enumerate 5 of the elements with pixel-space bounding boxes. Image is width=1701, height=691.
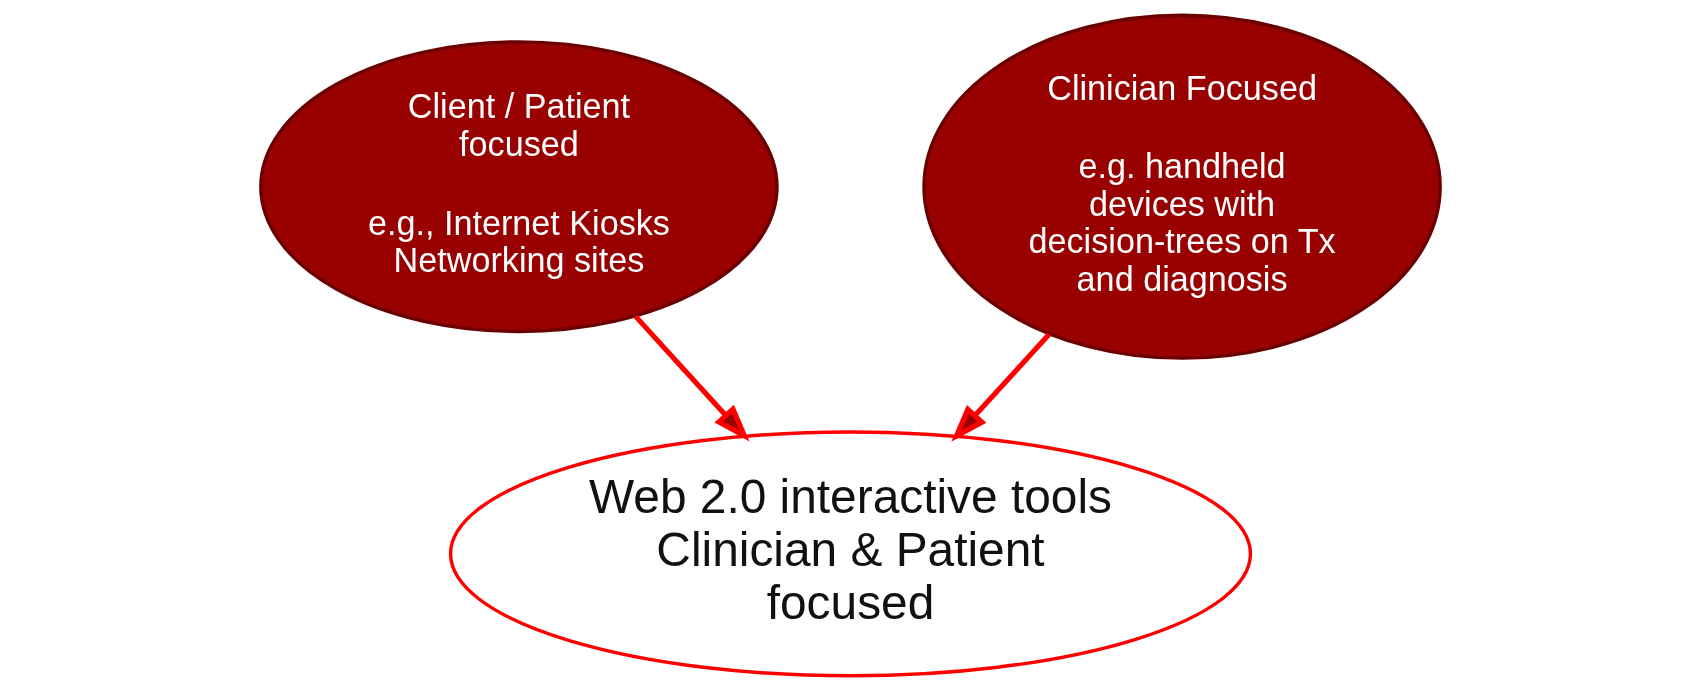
arrow (633, 314, 750, 442)
node-ellipse: Web 2.0 interactive tools Clinician & Patient focused (448, 430, 1253, 678)
arrow (951, 332, 1051, 442)
node-ellipse: Clinician Focused e.g. handheld devices with decision-trees on Tx and diagnosis (922, 13, 1442, 360)
node-ellipse: Client / Patient focused e.g., Internet Kiosks Networking sites (259, 40, 779, 334)
